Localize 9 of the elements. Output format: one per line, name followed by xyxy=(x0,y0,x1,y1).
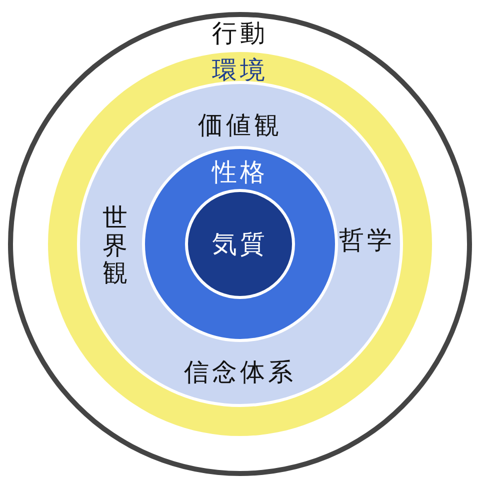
circle-label: 性格 xyxy=(212,158,268,186)
circle-label: 哲学 xyxy=(339,226,395,254)
circle-label: 環境 xyxy=(212,56,268,84)
circle-label: 世界観 xyxy=(102,204,128,286)
circle-label: 信念体系 xyxy=(184,358,296,386)
core-circle xyxy=(188,192,292,296)
circle-label: 価値観 xyxy=(198,111,282,139)
circle-label: 行動 xyxy=(212,19,268,47)
circle-label: 気質 xyxy=(212,230,268,258)
